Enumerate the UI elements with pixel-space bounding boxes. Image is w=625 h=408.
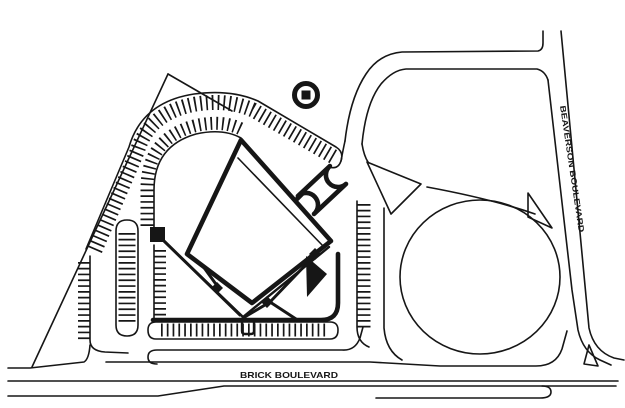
access-roads (105, 140, 568, 367)
driveway-west-edge (340, 140, 346, 162)
loop-north-edge (426, 186, 536, 215)
building-group (150, 137, 349, 336)
walkway-1 (162, 239, 242, 317)
walkway-node-3 (309, 248, 321, 260)
brick-south-edge (7, 385, 617, 397)
plan-linework: BRICK BOULEVARD BEAVERSON BOULEVARD (7, 30, 625, 399)
marker-core (301, 90, 311, 100)
sidewalk-notch (240, 319, 256, 336)
beaverson-west-edge (547, 79, 612, 366)
parking-stall-rows (78, 95, 371, 341)
street-linework (7, 30, 625, 399)
traffic-loop-circle (399, 199, 561, 355)
inner-arc-edge (153, 130, 242, 229)
utility-square (150, 227, 165, 242)
entrance-split-island (366, 161, 422, 215)
access-road-upper-edge (147, 326, 364, 365)
beaverson-north-island (527, 192, 553, 229)
outer-arc-edge (85, 91, 343, 250)
shadow-wedge (306, 256, 327, 297)
site-marker-icon (292, 81, 320, 109)
west-stadium-island (115, 219, 139, 337)
walkway-node-1 (211, 282, 223, 294)
boundary-west-line (31, 73, 169, 368)
brick-median (375, 385, 552, 399)
building-interior-line (237, 157, 325, 248)
south-stadium-island (147, 321, 339, 340)
brick-boulevard-label: BRICK BOULEVARD (240, 370, 338, 380)
entrance-canopy (295, 163, 349, 217)
driveway-east-edge (361, 143, 369, 163)
access-road-lower-edge (105, 330, 568, 367)
north-road-inner-edge (361, 68, 549, 145)
parking-row-outer-arc (88, 95, 338, 253)
beaverson-east-edge (560, 30, 625, 361)
loop-west-edge (383, 207, 403, 361)
beaverson-south-island (583, 344, 599, 367)
west-aisle-edge (89, 255, 129, 354)
filled-features (150, 227, 327, 308)
walkway-node-2 (261, 296, 273, 308)
building-footprint (184, 137, 334, 306)
boundary-south-line (7, 344, 91, 369)
north-road-outer-edge (344, 30, 544, 142)
walkway-4 (268, 300, 298, 321)
south-sidewalk-line (150, 251, 341, 323)
